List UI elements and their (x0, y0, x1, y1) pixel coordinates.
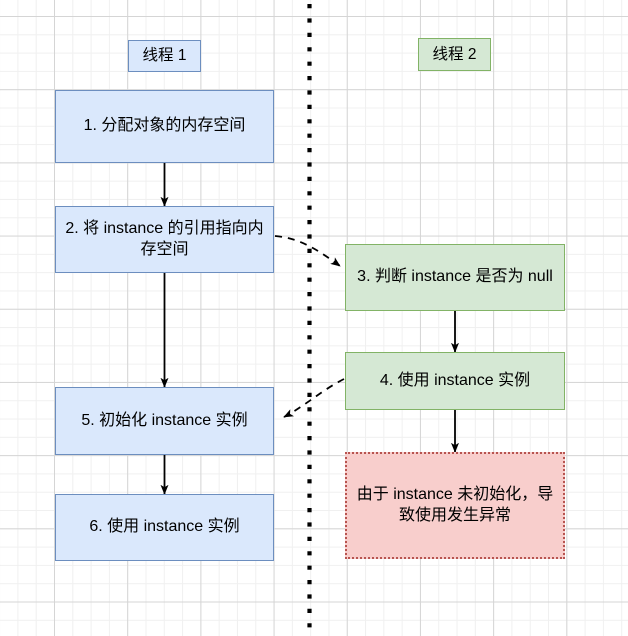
step-node-5-initialize-instance[interactable]: 5. 初始化 instance 实例 (55, 387, 274, 455)
step-node-6-use-instance[interactable]: 6. 使用 instance 实例 (55, 494, 274, 561)
lane-header-thread-1: 线程 1 (128, 40, 201, 72)
step-node-1-allocate-memory[interactable]: 1. 分配对象的内存空间 (55, 90, 274, 163)
edge-step4-step5 (283, 378, 345, 418)
step-node-3-check-null[interactable]: 3. 判断 instance 是否为 null (345, 244, 565, 311)
exception-node-uninitialized-instance[interactable]: 由于 instance 未初始化，导致使用发生异常 (345, 452, 565, 559)
lane-header-thread-2: 线程 2 (418, 38, 491, 71)
step-node-4-use-instance[interactable]: 4. 使用 instance 实例 (345, 352, 565, 410)
step-node-2-assign-reference[interactable]: 2. 将 instance 的引用指向内存空间 (55, 206, 274, 273)
edge-step2-step3 (274, 235, 341, 267)
